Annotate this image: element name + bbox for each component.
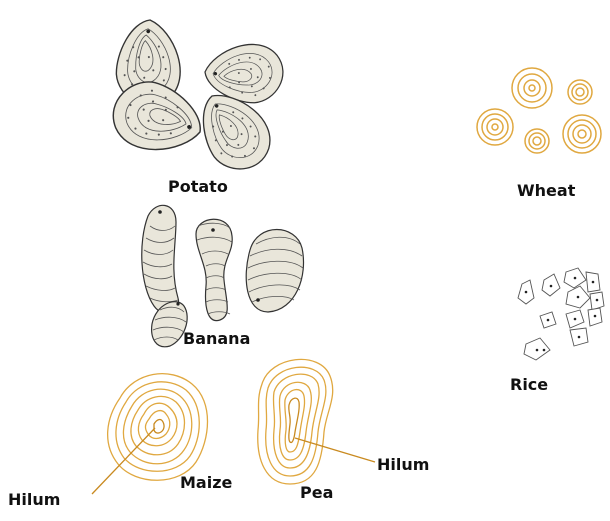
- pea-label: Pea: [300, 483, 333, 502]
- wheat-grain: [563, 115, 601, 153]
- pea-starch-grain: [258, 359, 333, 484]
- wheat-grain: [512, 68, 552, 108]
- banana-grain: [196, 219, 232, 320]
- hilum-label-maize: Hilum: [8, 490, 60, 509]
- rice-label: Rice: [510, 375, 548, 394]
- rice-starch-grains: [518, 268, 604, 360]
- maize-starch-grain: [108, 374, 208, 481]
- wheat-grain: [477, 109, 513, 145]
- banana-label: Banana: [183, 329, 250, 348]
- wheat-starch-grains: [477, 68, 601, 153]
- hilum-label-pea: Hilum: [377, 455, 429, 474]
- wheat-grain: [525, 129, 549, 153]
- banana-grain: [142, 205, 179, 313]
- banana-starch-grains: [142, 205, 304, 346]
- potato-label: Potato: [168, 177, 228, 196]
- banana-grain: [246, 230, 303, 313]
- pea-hilum-pointer: [295, 438, 375, 462]
- wheat-grain: [568, 80, 592, 104]
- potato-starch-grains: [98, 15, 293, 181]
- wheat-label: Wheat: [517, 181, 576, 200]
- maize-label: Maize: [180, 473, 233, 492]
